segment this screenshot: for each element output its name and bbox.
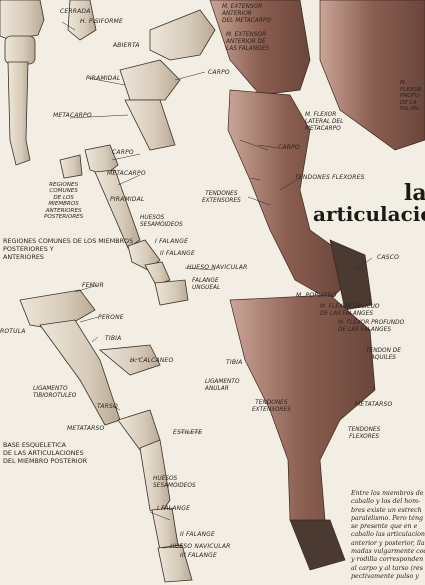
forelimb-bones xyxy=(59,144,189,306)
label-flexor-profundo-top: M. FLEXOR PROFU- DE LA FALAN- xyxy=(400,80,422,113)
label-navicular-top: HUESO NAVICULAR xyxy=(187,264,248,271)
label-ligamento-tibiorotuleo: LIGAMENTO TIBIOROTULEO xyxy=(33,386,77,399)
title-line2: articulaciones xyxy=(313,202,425,226)
label-carpo-muscle: CARPO xyxy=(278,144,300,151)
label-rotula: ROTULA xyxy=(0,328,26,335)
label-perone: PERONE xyxy=(98,314,124,321)
label-flexor-oblicuo: M. FLEXOR OBLICUO DE LAS FALANGES xyxy=(320,304,380,317)
carpus-skeleton-top xyxy=(0,0,216,166)
label-carpo-mid: CARPO xyxy=(112,149,134,156)
label-flexor-profundo-bottom: M. FLEXOR PROFUNDO DE LAS FALANGES xyxy=(338,320,405,333)
label-regiones-large: REGIONES COMUNES DE LOS MIEMBROS POSTERI… xyxy=(3,237,134,261)
label-sesamoideos-top: HUESOS SESAMOIDEOS xyxy=(140,215,183,228)
label-metatarso-muscle: METATARSO xyxy=(355,401,393,408)
label-cerrada: CERRADA xyxy=(60,8,91,15)
title-line1: las xyxy=(404,180,425,206)
label-carpo-top: CARPO xyxy=(208,69,230,76)
label-ii-falange-top: II FALANGE xyxy=(160,250,196,257)
label-abierta: ABIERTA xyxy=(113,42,140,49)
label-flexor-lateral: M. FLEXOR LATERAL DEL METACARPO xyxy=(305,112,344,132)
label-tibia-bone: TIBIA xyxy=(105,335,122,342)
label-tendones-extensores-top: TENDONES EXTENSORES xyxy=(202,191,241,204)
leader-lines xyxy=(61,21,373,549)
label-regiones-small: REGIONES COMUNES DE LOS MIEMBROS ANTERIO… xyxy=(44,182,84,221)
label-estilete: ESTILETE xyxy=(173,429,203,436)
label-casco: CASCO xyxy=(377,254,400,261)
label-navicular-bottom: HUESO NAVICULAR xyxy=(170,543,231,550)
label-sesamoideos-bottom: HUESOS SESAMOIDEOS xyxy=(153,476,196,489)
label-pisiforme: H. PISIFORME xyxy=(80,18,124,25)
label-metatarso-bone: METATARSO xyxy=(67,425,105,432)
label-tibia-muscle: TIBIA xyxy=(226,359,243,366)
label-iii-falange: III FALANGE xyxy=(180,552,217,559)
foreleg-muscles xyxy=(209,0,425,311)
label-tarso: TARSO xyxy=(97,403,118,410)
label-i-falange-bottom: I FALANGE xyxy=(157,505,191,512)
body-paragraph: Entre los miembros de caballo y los del … xyxy=(351,490,425,580)
label-calcaneo: H. CALCANEO xyxy=(130,357,174,364)
label-tendones-flexores-bottom: TENDONES FLEXORES xyxy=(348,427,381,440)
label-ligamento-anular: LIGAMENTO ANULAR xyxy=(205,379,240,392)
label-tendon-aquiles: TENDON DE AQUILES xyxy=(366,348,401,361)
label-extensor-falanges: M. EXTENSOR ANTERIOR DE LAS FALANGES xyxy=(226,32,270,52)
label-tendones-extensores-bottom: TENDONES EXTENSORES xyxy=(252,400,291,413)
label-extensor-metacarpo: M. EXTENSOR ANTERIOR DEL METACARPO xyxy=(222,4,271,24)
label-metacarpo-top: METACARPO xyxy=(53,112,92,119)
hindlimb-skeleton xyxy=(19,289,193,583)
label-i-falange-top: I FALANGE xyxy=(155,238,189,245)
label-base-esqueletica: BASE ESQUELETICA DE LAS ARTICULACIONES D… xyxy=(3,441,88,465)
label-piramidal-top: PIRAMIDAL xyxy=(86,75,121,82)
label-piramidal-mid: PIRAMIDAL xyxy=(110,196,145,203)
label-falange-ungueal: FALANGE UNGUEAL xyxy=(192,278,221,291)
hindleg-muscles xyxy=(229,294,376,571)
label-metacarpo-mid: METACARPO xyxy=(107,170,146,177)
label-tendones-flexores-top: TENDONES FLEXORES xyxy=(295,174,365,181)
label-femur: FEMUR xyxy=(82,282,104,289)
label-popliteo: M. POPLITEO xyxy=(296,292,337,299)
label-ii-falange-bottom: II FALANGE xyxy=(180,531,216,538)
